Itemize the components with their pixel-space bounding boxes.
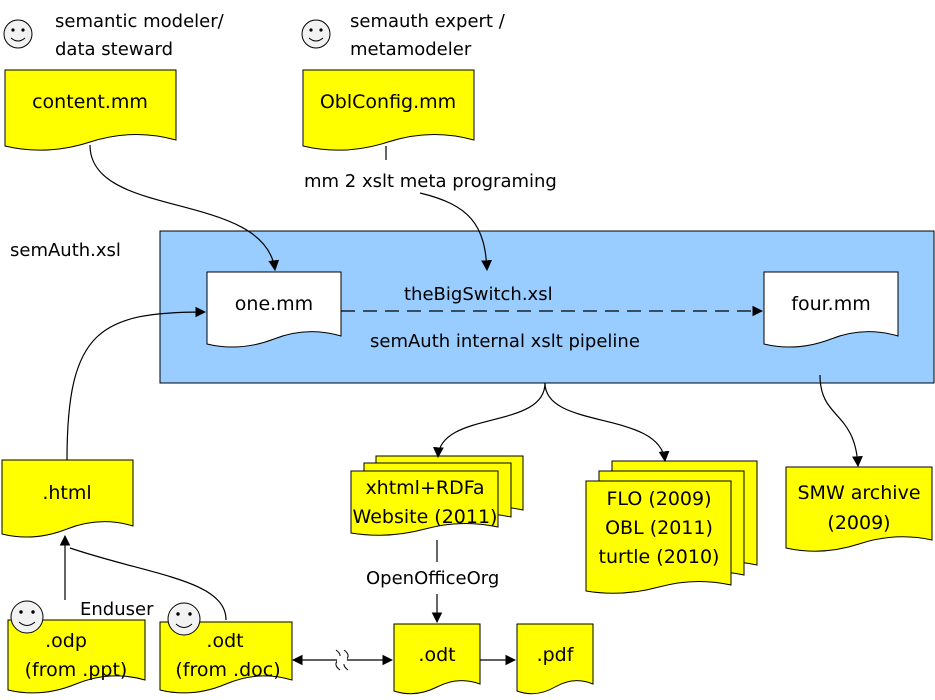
- four-mm-doc: four.mm: [763, 271, 899, 348]
- modeler-role-line1: semantic modeler/: [55, 11, 225, 32]
- meta-to-pipeline-arrow: [419, 192, 492, 272]
- content-mm-label: content.mm: [32, 91, 148, 113]
- odt-source-doc: .odt (from .doc): [159, 621, 293, 694]
- bigswitch-label: theBigSwitch.xsl: [404, 284, 553, 305]
- content-mm-doc: content.mm: [4, 69, 177, 151]
- modeler-smiley-icon: [3, 19, 33, 49]
- odt-source-label-line2: (from .doc): [175, 659, 280, 681]
- oblconfig-mm-doc: OblConfig.mm: [302, 69, 475, 151]
- flo-label-line2: OBL (2011): [605, 517, 713, 539]
- flo-doc-stack: FLO (2009) OBL (2011) turtle (2010): [585, 460, 758, 594]
- odt-output-doc: .odt: [393, 623, 481, 695]
- odt-smiley-icon: [167, 602, 201, 636]
- website-doc-stack: xhtml+RDFa Website (2011): [350, 455, 524, 536]
- flo-label-line3: turtle (2010): [599, 546, 720, 568]
- html-to-one-arrow: [66, 306, 207, 461]
- pdf-doc: .pdf: [516, 623, 594, 695]
- website-label-line1: xhtml+RDFa: [365, 477, 484, 499]
- smw-archive-doc: SMW archive (2009): [785, 466, 933, 552]
- pdf-label: .pdf: [537, 644, 575, 666]
- enduser-label: Enduser: [80, 599, 154, 620]
- one-mm-label: one.mm: [235, 293, 313, 315]
- odp-doc: .odp (from .ppt): [7, 619, 146, 694]
- one-mm-doc: one.mm: [206, 271, 342, 348]
- pipeline-to-website-arrow: [433, 382, 546, 459]
- four-mm-label: four.mm: [791, 293, 870, 315]
- smw-label-line2: (2009): [827, 512, 890, 534]
- content-to-one-arrow: [89, 144, 280, 272]
- break-gap: [337, 656, 347, 664]
- expert-role-line2: metamodeler: [350, 39, 472, 60]
- semauth-xsl-label: semAuth.xsl: [10, 240, 121, 261]
- openofficeorg-label: OpenOfficeOrg: [366, 568, 499, 589]
- html-doc: .html: [1, 459, 134, 538]
- meta-programming-label: mm 2 xslt meta programing: [304, 171, 557, 192]
- odt-output-label: .odt: [418, 644, 455, 666]
- odp-label-line1: .odp: [45, 630, 87, 652]
- html-label: .html: [42, 482, 91, 504]
- odp-smiley-icon: [10, 600, 44, 634]
- four-to-smw-arrow: [819, 374, 863, 468]
- pipeline-label: semAuth internal xslt pipeline: [370, 331, 640, 352]
- smw-label-line1: SMW archive: [797, 482, 920, 504]
- odt-source-label-line1: .odt: [206, 630, 243, 652]
- website-label-line2: Website (2011): [353, 506, 498, 528]
- expert-role-line1: semauth expert /: [350, 11, 506, 32]
- flo-label-line1: FLO (2009): [606, 488, 711, 510]
- odt-to-html-curve: [69, 547, 227, 621]
- odp-label-line2: (from .ppt): [25, 659, 128, 681]
- expert-smiley-icon: [301, 19, 331, 49]
- oblconfig-mm-label: OblConfig.mm: [320, 91, 456, 113]
- modeler-role-line2: data steward: [55, 39, 173, 60]
- pipeline-to-flo-arrow: [544, 382, 670, 463]
